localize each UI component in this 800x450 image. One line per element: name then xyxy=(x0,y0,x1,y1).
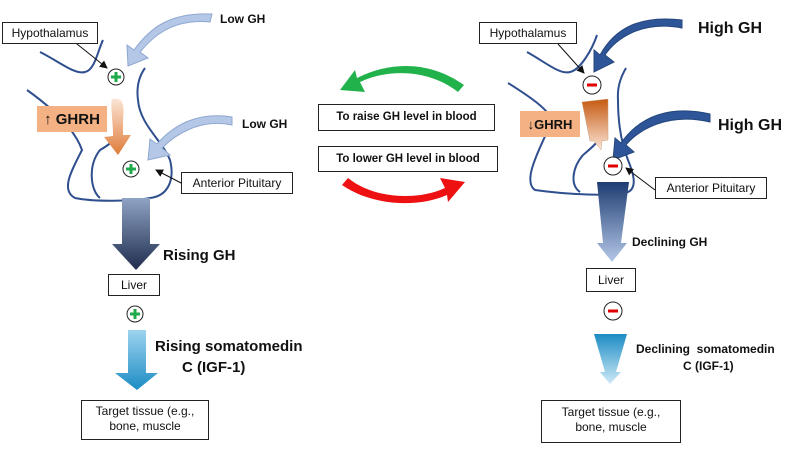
right-high-gh-label-mid: High GH xyxy=(718,117,782,134)
left-target-tissue-box: Target tissue (e.g., bone, muscle xyxy=(81,400,209,440)
right-pituitary-minus-icon xyxy=(603,156,623,176)
right-target-line1: Target tissue (e.g., xyxy=(561,405,661,419)
raise-gh-box: To raise GH level in blood xyxy=(318,104,495,131)
right-hypothalamus-minus-icon xyxy=(582,75,602,95)
left-feedback-arrow-top xyxy=(126,13,213,67)
green-raise-arrow xyxy=(340,65,464,92)
right-gh-arrow xyxy=(597,182,629,262)
left-igf-arrow xyxy=(115,330,158,390)
left-feedback-arrow-mid xyxy=(147,115,233,161)
right-hypothalamus-box: Hypothalamus xyxy=(479,22,577,44)
right-igf-label-line2: C (IGF-1) xyxy=(683,359,734,373)
left-hypothalamus-box: Hypothalamus xyxy=(2,22,98,44)
left-target-line2: bone, muscle xyxy=(109,419,181,433)
right-anterior-pituitary-box: Anterior Pituitary xyxy=(655,177,767,199)
left-igf-label-line1: Rising somatomedin xyxy=(155,338,303,355)
left-anterior-pituitary-box: Anterior Pituitary xyxy=(181,172,293,194)
left-igf-label-line2: C (IGF-1) xyxy=(182,359,246,376)
lower-gh-box: To lower GH level in blood xyxy=(318,146,498,172)
left-liver-plus-icon xyxy=(126,305,144,323)
left-ghrh-arrow xyxy=(104,98,131,155)
left-rising-gh-label: Rising GH xyxy=(163,247,236,264)
left-ghrh-label: ↑ GHRH xyxy=(37,106,107,132)
red-lower-arrow xyxy=(342,178,465,204)
right-feedback-arrow-mid xyxy=(612,110,711,161)
left-target-line1: Target tissue (e.g., xyxy=(95,404,195,418)
right-feedback-arrow-top xyxy=(593,18,683,73)
right-high-gh-label-top: High GH xyxy=(698,20,762,37)
right-igf-label-line1: Declining somatomedin xyxy=(636,342,775,356)
left-pituitary-plus-icon xyxy=(122,160,140,178)
left-low-gh-label-mid: Low GH xyxy=(242,117,288,131)
right-target-line2: bone, muscle xyxy=(575,420,647,434)
left-gh-arrow xyxy=(112,198,160,270)
right-ghrh-label: ↓GHRH xyxy=(520,111,580,137)
right-liver-minus-icon xyxy=(603,301,623,321)
right-liver-box: Liver xyxy=(586,268,636,292)
right-ghrh-arrow xyxy=(581,98,609,151)
right-declining-gh-label: Declining GH xyxy=(632,235,708,249)
right-igf-arrow xyxy=(594,334,627,384)
right-target-tissue-box: Target tissue (e.g., bone, muscle xyxy=(541,400,681,443)
left-low-gh-label-top: Low GH xyxy=(220,12,266,26)
left-hypothalamus-plus-icon xyxy=(107,68,125,86)
left-liver-box: Liver xyxy=(108,274,160,296)
